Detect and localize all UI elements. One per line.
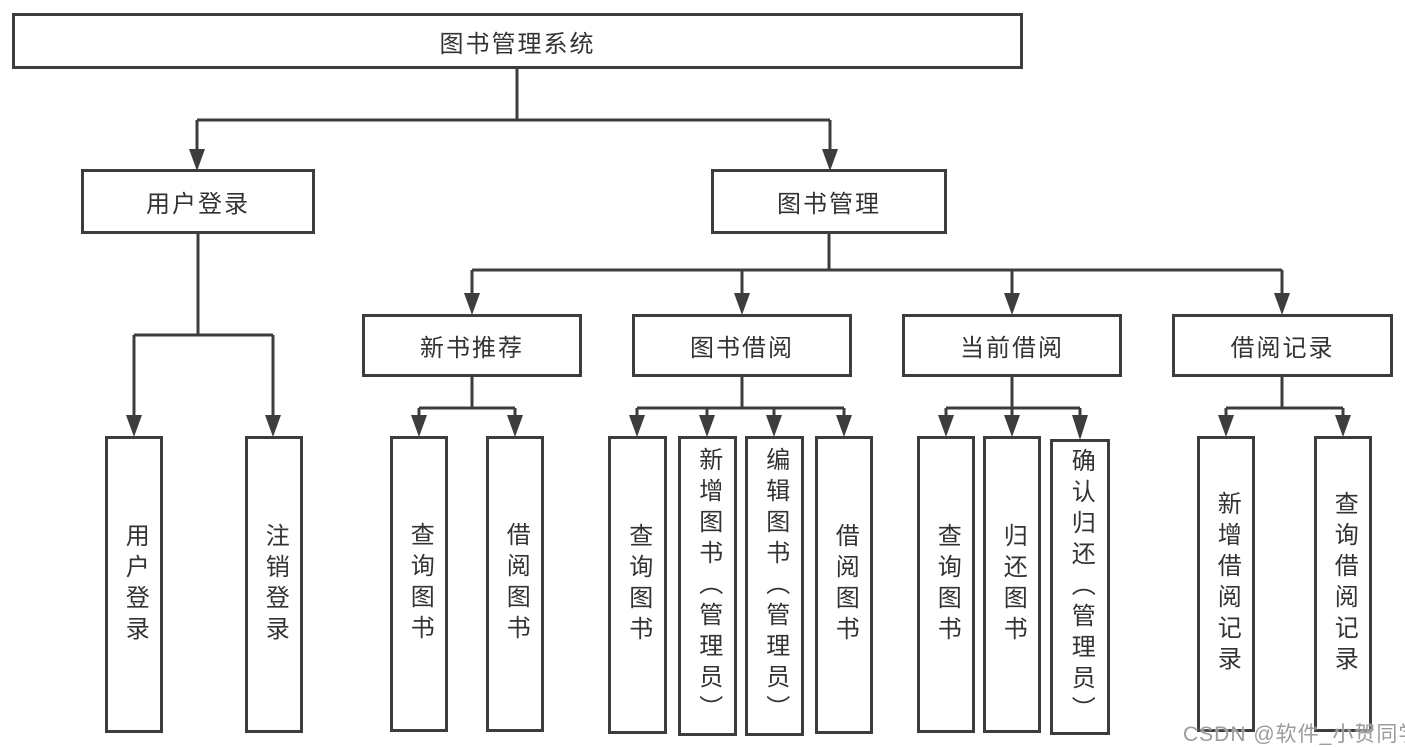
leaf-label: 查询图书 (406, 522, 434, 646)
leaf-label: 新增借阅记录 (1213, 491, 1241, 677)
leaf-label: 借阅图书 (502, 522, 530, 646)
connectors-book-management-children (464, 234, 1290, 315)
node-library-system: 图书管理系统 (12, 13, 1023, 69)
leaf-label: 编辑图书（管理员） (761, 446, 789, 726)
arrow-down-icon (126, 415, 142, 437)
node-label: 当前借阅 (960, 335, 1064, 362)
leaf-label: 确认归还（管理员） (1067, 447, 1095, 727)
leaf-borrow-query-books: 查询图书 (608, 436, 667, 734)
arrow-down-icon (265, 415, 281, 437)
node-label: 用户登录 (146, 191, 250, 218)
leaf-logout: 注销登录 (245, 436, 303, 733)
leaf-label: 查询图书 (624, 523, 652, 647)
leaf-label: 用户登录 (121, 522, 149, 647)
arrow-down-icon (189, 149, 205, 171)
connectors-borrow-children (629, 377, 852, 437)
node-label: 图书管理系统 (439, 30, 596, 58)
node-label: 借阅记录 (1230, 335, 1335, 362)
leaf-user-login: 用户登录 (105, 436, 163, 733)
arrow-down-icon (699, 415, 715, 437)
connectors-records-children (1218, 377, 1351, 437)
leaf-recommend-query-books: 查询图书 (390, 436, 448, 732)
connectors-root-to-level2 (189, 68, 838, 171)
arrow-down-icon (822, 149, 838, 171)
leaf-current-confirm-return-admin: 确认归还（管理员） (1050, 439, 1110, 735)
connectors-user-login-children (126, 234, 281, 437)
leaf-current-return-books: 归还图书 (983, 436, 1041, 733)
leaf-current-query-books: 查询图书 (917, 436, 975, 733)
leaf-records-query-record: 查询借阅记录 (1314, 436, 1372, 732)
node-borrow-records: 借阅记录 (1172, 314, 1393, 377)
leaf-records-add-record: 新增借阅记录 (1197, 436, 1255, 732)
arrow-down-icon (411, 415, 427, 437)
leaf-borrow-borrow-books: 借阅图书 (815, 436, 873, 734)
arrow-down-icon (1335, 415, 1351, 437)
arrow-down-icon (938, 415, 954, 437)
arrow-down-icon (1218, 415, 1234, 437)
arrow-down-icon (766, 415, 782, 437)
leaf-label: 新增图书（管理员） (694, 446, 722, 726)
node-book-management: 图书管理 (711, 169, 947, 234)
leaf-label: 注销登录 (261, 522, 289, 647)
node-label: 新书推荐 (420, 335, 524, 362)
node-user-login: 用户登录 (81, 169, 315, 234)
arrow-down-icon (464, 293, 480, 315)
leaf-borrow-edit-books-admin: 编辑图书（管理员） (745, 436, 804, 736)
arrow-down-icon (1004, 415, 1020, 437)
arrow-down-icon (507, 415, 523, 437)
leaf-label: 归还图书 (999, 522, 1027, 647)
leaf-label: 查询借阅记录 (1330, 491, 1358, 677)
arrow-down-icon (1004, 293, 1020, 315)
connectors-current-children (938, 377, 1088, 440)
arrow-down-icon (836, 415, 852, 437)
leaf-label: 借阅图书 (831, 523, 859, 647)
arrow-down-icon (629, 415, 645, 437)
leaf-recommend-borrow-books: 借阅图书 (486, 436, 544, 732)
watermark: CSDN @软件_小贺同学 (1183, 723, 1405, 746)
node-label: 图书管理 (777, 191, 881, 218)
arrow-down-icon (734, 293, 750, 315)
connectors-recommend-children (411, 377, 523, 437)
node-current-borrow: 当前借阅 (902, 314, 1122, 377)
leaf-borrow-add-books-admin: 新增图书（管理员） (678, 436, 737, 736)
arrow-down-icon (1274, 293, 1290, 315)
leaf-label: 查询图书 (933, 522, 961, 647)
node-new-book-recommend: 新书推荐 (362, 314, 582, 377)
arrow-down-icon (1072, 415, 1088, 440)
node-label: 图书借阅 (690, 335, 794, 362)
node-book-borrow: 图书借阅 (632, 314, 852, 377)
